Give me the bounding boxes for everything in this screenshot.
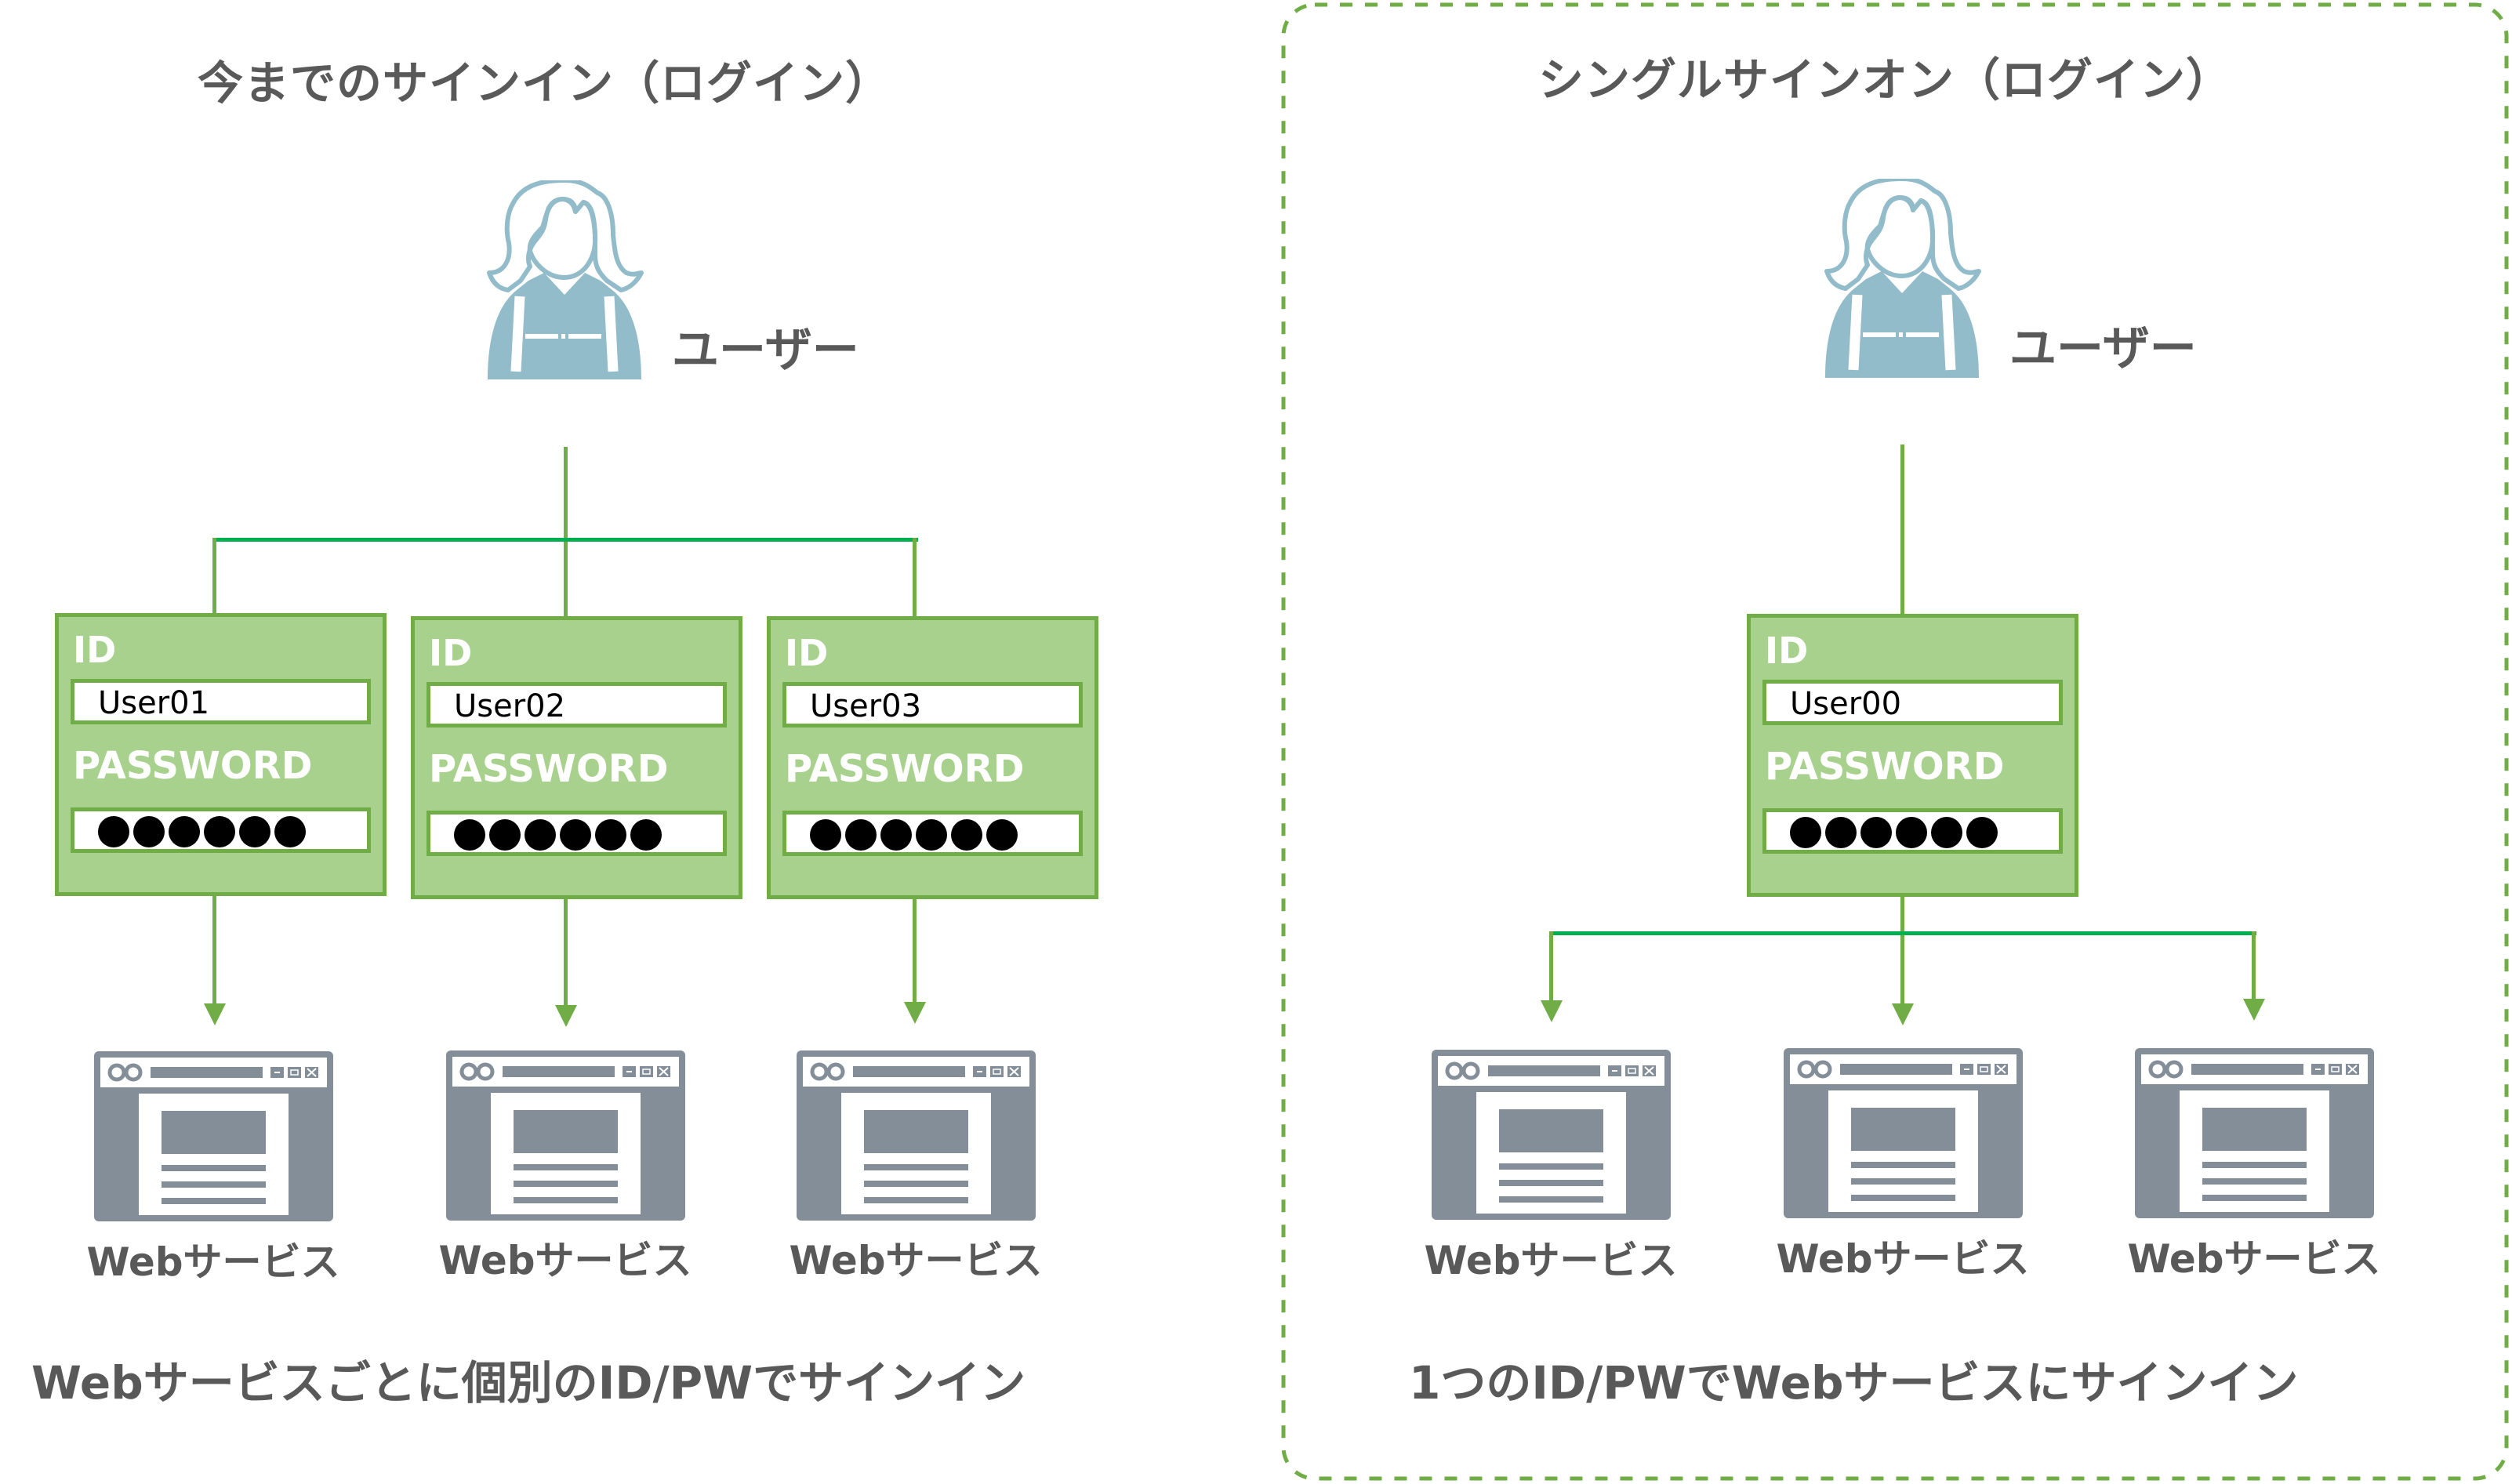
- password-dot: [810, 819, 841, 851]
- connector-to-cred-3: [913, 538, 917, 616]
- password-dot: [274, 816, 306, 847]
- id-label: ID: [1765, 630, 1809, 672]
- arrow-line: [212, 895, 216, 1005]
- web-service-label: Webサービス: [86, 1239, 340, 1285]
- password-dot: [951, 819, 982, 851]
- password-field[interactable]: [427, 811, 727, 856]
- id-value: User00: [1790, 686, 1902, 722]
- password-dot: [454, 819, 485, 851]
- password-dot: [845, 819, 877, 851]
- password-label: PASSWORD: [1765, 745, 2005, 789]
- web-service-label: Webサービス: [1424, 1238, 1678, 1283]
- user-label: ユーザー: [672, 323, 859, 378]
- password-mask: [98, 816, 306, 847]
- password-label: PASSWORD: [73, 744, 313, 788]
- credential-box: ID User02 PASSWORD: [411, 616, 742, 899]
- web-service-browser-icon: [1784, 1048, 2023, 1218]
- connector-user-down: [564, 447, 568, 616]
- web-service-browser-icon: [2135, 1048, 2374, 1218]
- password-dot: [169, 816, 200, 847]
- arrow-head-icon: [1892, 1003, 1914, 1025]
- id-label: ID: [73, 629, 117, 671]
- web-service-label: Webサービス: [789, 1238, 1043, 1283]
- arrow-line: [913, 899, 917, 1003]
- connector-horizontal: [1551, 931, 2256, 935]
- right-panel-title: シングルサインオン（ログイン）: [1538, 53, 2233, 107]
- credential-box: ID User00 PASSWORD: [1747, 614, 2078, 897]
- user-label: ユーザー: [2009, 321, 2197, 376]
- password-dot: [525, 819, 556, 851]
- password-mask: [810, 819, 1018, 851]
- id-field[interactable]: User02: [427, 682, 727, 727]
- web-service-label: Webサービス: [1776, 1236, 2030, 1282]
- password-dot: [239, 816, 270, 847]
- password-dot: [595, 819, 626, 851]
- password-dot: [204, 816, 235, 847]
- web-service-browser-icon: [446, 1050, 685, 1221]
- password-label: PASSWORD: [429, 747, 669, 791]
- password-dot: [1931, 817, 1962, 848]
- web-service-label: Webサービス: [2127, 1236, 2381, 1282]
- password-dot: [916, 819, 947, 851]
- password-field[interactable]: [1762, 808, 2063, 854]
- password-dot: [1860, 817, 1892, 848]
- connector-cred-down: [1900, 897, 1904, 1005]
- arrow-head-icon: [904, 1002, 926, 1024]
- password-dot: [1825, 817, 1857, 848]
- password-dot: [1790, 817, 1821, 848]
- arrow-head-icon: [1541, 1000, 1563, 1022]
- password-dot: [1896, 817, 1927, 848]
- password-dot: [560, 819, 591, 851]
- left-panel-title: 今までのサインイン（ログイン）: [198, 56, 892, 110]
- sso-dashed-frame: [1281, 2, 2509, 1481]
- id-value: User02: [454, 688, 566, 724]
- id-value: User01: [98, 685, 210, 721]
- password-dot: [98, 816, 129, 847]
- connector-horizontal: [212, 538, 918, 542]
- password-field[interactable]: [71, 807, 371, 853]
- password-dot: [630, 819, 662, 851]
- id-label: ID: [429, 632, 473, 674]
- id-label: ID: [785, 632, 829, 674]
- arrow-line: [1549, 931, 1553, 1002]
- credential-box: ID User01 PASSWORD: [55, 613, 387, 896]
- credential-box: ID User03 PASSWORD: [767, 616, 1098, 899]
- id-field[interactable]: User01: [71, 679, 371, 724]
- arrow-line: [564, 898, 568, 1007]
- connector-user-down: [1900, 444, 1904, 614]
- web-service-label: Webサービス: [438, 1238, 692, 1283]
- arrow-head-icon: [555, 1005, 577, 1027]
- password-dot: [986, 819, 1018, 851]
- password-dot: [880, 819, 912, 851]
- user-person-icon: [481, 180, 648, 379]
- left-panel-caption: Webサービスごとに個別のID/PWでサインイン: [31, 1356, 1026, 1410]
- password-field[interactable]: [782, 811, 1083, 856]
- password-dot: [489, 819, 521, 851]
- arrow-line: [2252, 931, 2256, 1000]
- password-dot: [1966, 817, 1998, 848]
- connector-to-cred-1: [212, 538, 216, 614]
- arrow-head-icon: [204, 1003, 226, 1025]
- password-dot: [133, 816, 165, 847]
- password-label: PASSWORD: [785, 747, 1025, 791]
- web-service-browser-icon: [797, 1050, 1036, 1221]
- id-value: User03: [810, 688, 922, 724]
- web-service-browser-icon: [1432, 1050, 1671, 1220]
- id-field[interactable]: User03: [782, 682, 1083, 727]
- password-mask: [1790, 817, 1998, 848]
- web-service-browser-icon: [94, 1051, 333, 1221]
- id-field[interactable]: User00: [1762, 680, 2063, 725]
- arrow-head-icon: [2243, 999, 2265, 1021]
- right-panel-caption: 1つのID/PWでWebサービスにサインイン: [1409, 1356, 2299, 1410]
- user-person-icon: [1819, 179, 1985, 378]
- password-mask: [454, 819, 662, 851]
